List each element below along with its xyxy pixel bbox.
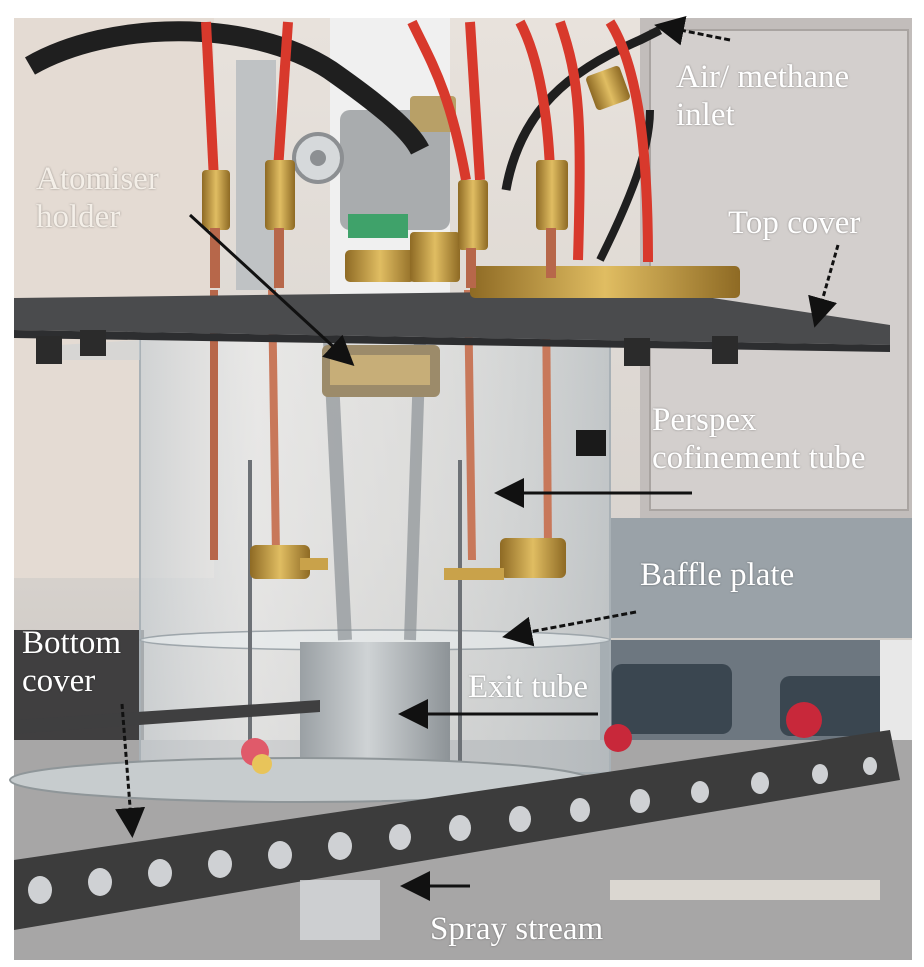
label-top-cover: Top cover	[728, 205, 861, 241]
label-bottom-cover: Bottom cover	[22, 625, 122, 699]
label-perspex-confinement-tube: Perspex cofinement tube	[652, 402, 866, 476]
label-spray-stream: Spray stream	[430, 911, 604, 947]
label-baffle-plate: Baffle plate	[640, 557, 795, 593]
label-atomiser-holder: Atomiser holder	[36, 161, 159, 235]
label-exit-tube: Exit tube	[468, 669, 589, 705]
label-air-methane-inlet: Air/ methane inlet	[676, 59, 850, 133]
